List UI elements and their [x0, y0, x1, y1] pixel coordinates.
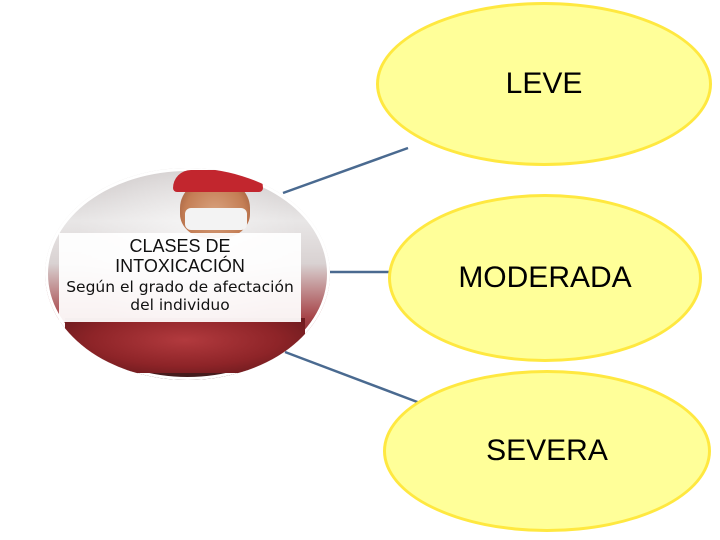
meat-photo — [65, 318, 305, 373]
center-label-box: CLASES DE INTOXICACIÓN Según el grado de… — [59, 233, 301, 322]
node-moderada-label: MODERADA — [458, 261, 631, 295]
node-leve-label: LEVE — [506, 67, 583, 101]
center-title: CLASES DE INTOXICACIÓN — [59, 236, 301, 276]
node-severa-label: SEVERA — [486, 434, 608, 468]
cap-shape — [173, 170, 263, 192]
node-leve: LEVE — [376, 2, 712, 166]
node-severa: SEVERA — [383, 370, 711, 532]
connector-severa — [285, 352, 420, 403]
connector-leve — [283, 148, 408, 193]
face-mask-shape — [185, 208, 247, 230]
center-subtitle: Según el grado de afectación del individ… — [59, 278, 301, 314]
node-moderada: MODERADA — [388, 194, 702, 362]
